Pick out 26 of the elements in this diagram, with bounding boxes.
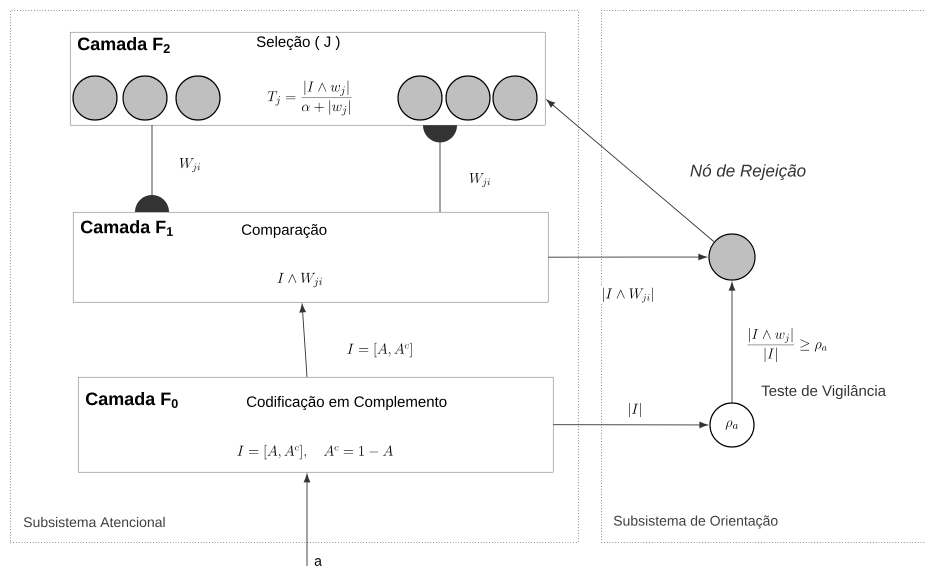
neuron-circle [492, 75, 538, 121]
arrow [546, 100, 714, 242]
neuron-circle [397, 75, 443, 121]
connector-line [135, 124, 169, 212]
edge-label: $|I \wedge W_{ji}|$ [600, 286, 656, 304]
connector-line [423, 125, 457, 212]
arrow [299, 304, 308, 378]
node-caption: Nó de Rejeição [690, 164, 806, 180]
edge-label: $|I|$ [626, 402, 644, 418]
layer-box: Camada F$_{0}$ Codificação em Complemento $I = [A, A^c], \quad A^c = 1 - A$ [78, 377, 554, 472]
test-label: Teste de Vigilância [762, 385, 886, 400]
edge-label: $I = [A, A^c]$ [346, 342, 414, 358]
neuron-circle [445, 75, 491, 121]
arrow [304, 474, 310, 566]
layer-box: Camada F$_{1}$ Comparação $I \wedge W_{ji}$ [73, 212, 548, 302]
neuron-circle [175, 75, 221, 121]
edge-label: $\frac{|I \wedge w_j|}{|I|} \geq \rho_a$ [745, 327, 828, 364]
arrow [552, 422, 708, 428]
edge-label: $W_{ji}$ [468, 172, 492, 188]
arrow [728, 282, 736, 403]
edge-label: $W_{ji}$ [178, 157, 202, 173]
neuron-circle [708, 233, 756, 281]
edge-label: a [313, 557, 323, 567]
neuron-circle [122, 75, 168, 121]
arrow [548, 254, 707, 260]
neuron-circle [72, 75, 118, 121]
